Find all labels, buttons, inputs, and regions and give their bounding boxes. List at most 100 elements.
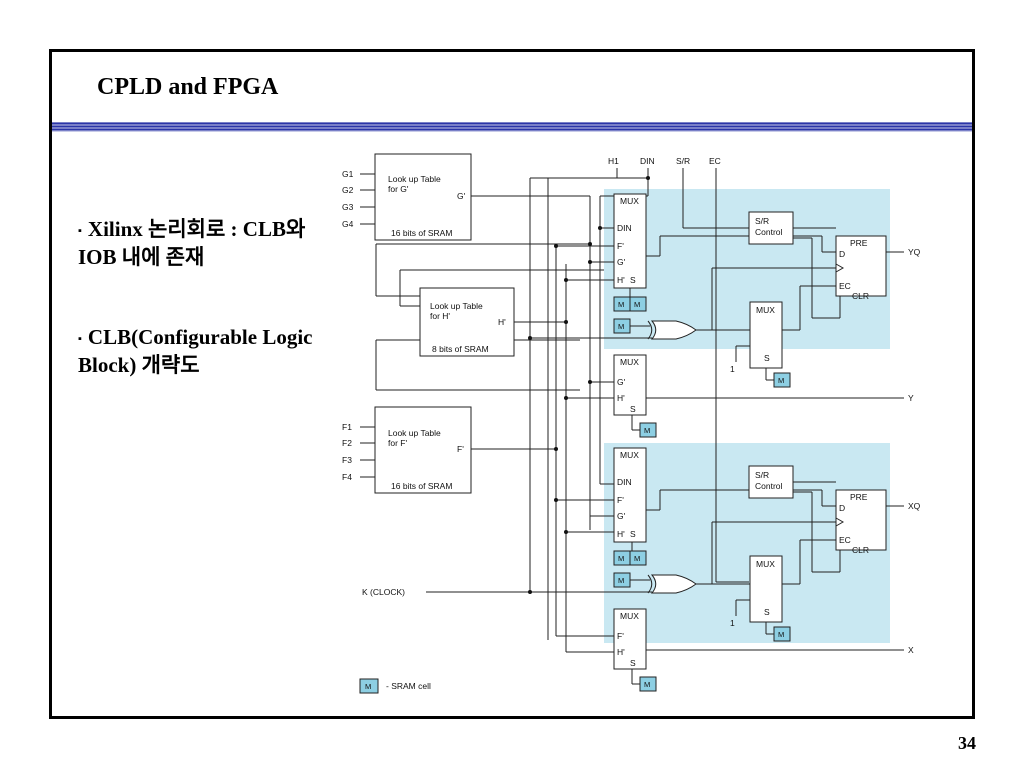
input-sr: S/R (676, 156, 690, 166)
sram-cell: M (629, 296, 647, 312)
svg-text:M: M (644, 426, 650, 435)
svg-text:M: M (778, 376, 784, 385)
mux-sel: S (630, 275, 636, 285)
mux-label: MUX (756, 559, 775, 569)
sr-label: S/R (755, 216, 769, 226)
mux-sel: S (630, 404, 636, 414)
mux-in-g: G' (617, 377, 626, 387)
mux-in-h: H' (617, 647, 625, 657)
input-din: DIN (640, 156, 655, 166)
sram-cell: M (629, 550, 647, 566)
mux-sel: S (764, 353, 770, 363)
sr-label: S/R (755, 470, 769, 480)
input-g3: G3 (342, 202, 354, 212)
mux-in-h: H' (617, 393, 625, 403)
sr-control-bottom: S/R Control (748, 465, 794, 499)
xor-gate-top (647, 320, 697, 340)
flip-flop-top: PRE D EC CLR (835, 235, 887, 301)
mux-in-f: F' (617, 241, 624, 251)
svg-text:M: M (618, 300, 624, 309)
ff-clr: CLR (852, 545, 869, 555)
input-f1: F1 (342, 422, 352, 432)
ff-clr: CLR (852, 291, 869, 301)
input-f4: F4 (342, 472, 352, 482)
lut-f-size: 16 bits of SRAM (391, 481, 452, 491)
legend: M - SRAM cell (359, 678, 431, 694)
bullet-text: Xilinx 논리회로 : CLB와 IOB 내에 존재 (78, 217, 306, 270)
flip-flop-bottom: PRE D EC CLR (835, 489, 887, 555)
input-h1: H1 (608, 156, 619, 166)
xor-gate-bottom (647, 574, 697, 594)
input-g4: G4 (342, 219, 354, 229)
output-xq: XQ (908, 501, 921, 511)
mux-sel: S (630, 658, 636, 668)
lut-f-out: F' (457, 444, 464, 454)
svg-text:M: M (618, 322, 624, 331)
mux-in-g: G' (617, 257, 626, 267)
bullet-marker: ▪ (78, 225, 82, 238)
const-one-bottom: 1 (730, 618, 735, 628)
const-one-top: 1 (730, 364, 735, 374)
mux-label: MUX (620, 450, 639, 460)
bullet-clb: ▪CLB(Configurable Logic Block) 개략도 (78, 324, 318, 378)
mux-in-din: DIN (617, 477, 632, 487)
ff-d: D (839, 249, 845, 259)
mux-label: MUX (620, 611, 639, 621)
lut-g-box: Look up Table for G' G' 16 bits of SRAM (374, 153, 472, 241)
mux-sel: S (764, 607, 770, 617)
mux-sel: S (630, 529, 636, 539)
lut-h-size: 8 bits of SRAM (432, 344, 489, 354)
sram-cell: M (773, 372, 791, 388)
svg-text:M: M (618, 554, 624, 563)
output-x: X (908, 645, 914, 655)
sram-cell: M (613, 572, 631, 588)
svg-text:M: M (618, 576, 624, 585)
input-g1: G1 (342, 169, 354, 179)
bullet-text: CLB(Configurable Logic Block) 개략도 (78, 325, 313, 378)
mux-ec-bottom: MUX S (749, 555, 783, 623)
mux-fh: MUX F' H' S (613, 608, 647, 670)
lut-h-title: Look up Table (430, 301, 483, 311)
mux-ec-top: MUX S (749, 301, 783, 369)
page-number: 34 (958, 733, 976, 753)
lut-f-sub: for F' (388, 438, 407, 448)
sram-cell: M (639, 676, 657, 692)
slide-frame (49, 49, 975, 719)
mux-in-din: DIN (617, 223, 632, 233)
input-f2: F2 (342, 438, 352, 448)
lut-g-size: 16 bits of SRAM (391, 228, 452, 238)
input-ec: EC (709, 156, 721, 166)
sram-cell: M (613, 318, 631, 334)
mux-in-g: G' (617, 511, 626, 521)
legend-text: - SRAM cell (386, 681, 431, 691)
mux-in-h: H' (617, 275, 625, 285)
sram-cells: M M M M M M M M M M (613, 296, 791, 692)
title-divider (52, 122, 972, 132)
lut-h-sub: for H' (430, 311, 450, 321)
bullet-xilinx: ▪Xilinx 논리회로 : CLB와 IOB 내에 존재 (78, 216, 310, 270)
mux-label: MUX (620, 196, 639, 206)
clock-label: K (CLOCK) (362, 587, 405, 597)
lut-g-sub: for G' (388, 184, 409, 194)
lut-g-title: Look up Table (388, 174, 441, 184)
mux-din-top: MUX DIN F' G' H' S (613, 193, 647, 289)
mux-label: MUX (756, 305, 775, 315)
legend-sram-swatch (359, 678, 379, 694)
lut-h-out: H' (498, 317, 506, 327)
sram-cell: M (613, 550, 631, 566)
ff-ec: EC (839, 535, 851, 545)
svg-text:M: M (778, 630, 784, 639)
ff-ec: EC (839, 281, 851, 291)
bullet-marker: ▪ (78, 333, 82, 346)
ff-d: D (839, 503, 845, 513)
mux-label: MUX (620, 357, 639, 367)
slide-title: CPLD and FPGA (97, 74, 279, 100)
svg-text:M: M (644, 680, 650, 689)
input-g2: G2 (342, 185, 354, 195)
lut-f-box: Look up Table for F' F' 16 bits of SRAM (374, 406, 472, 494)
control-label: Control (755, 481, 783, 491)
mux-din-bottom: MUX DIN F' G' H' S (613, 447, 647, 543)
legend-swatch-label: M (365, 682, 371, 691)
output-y: Y (908, 393, 914, 403)
output-yq: YQ (908, 247, 921, 257)
